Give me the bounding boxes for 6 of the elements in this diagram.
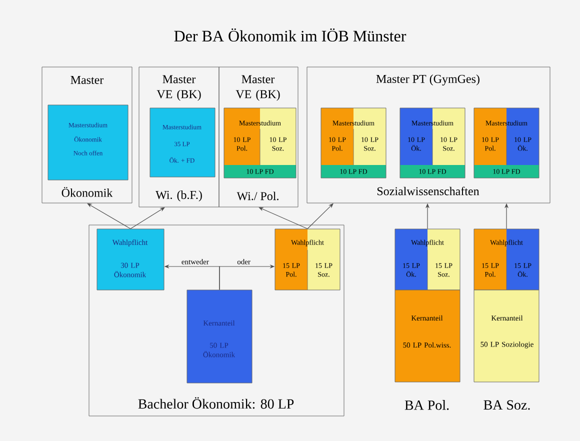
program-label: BA Pol.: [404, 400, 449, 410]
program-label: BA Soz.: [484, 400, 530, 410]
arrow: [258, 207, 308, 230]
arrow: [87, 203, 131, 230]
title: Der BA Ökonomik im IÖB Münster: [174, 28, 406, 42]
arrow: [130, 207, 165, 230]
